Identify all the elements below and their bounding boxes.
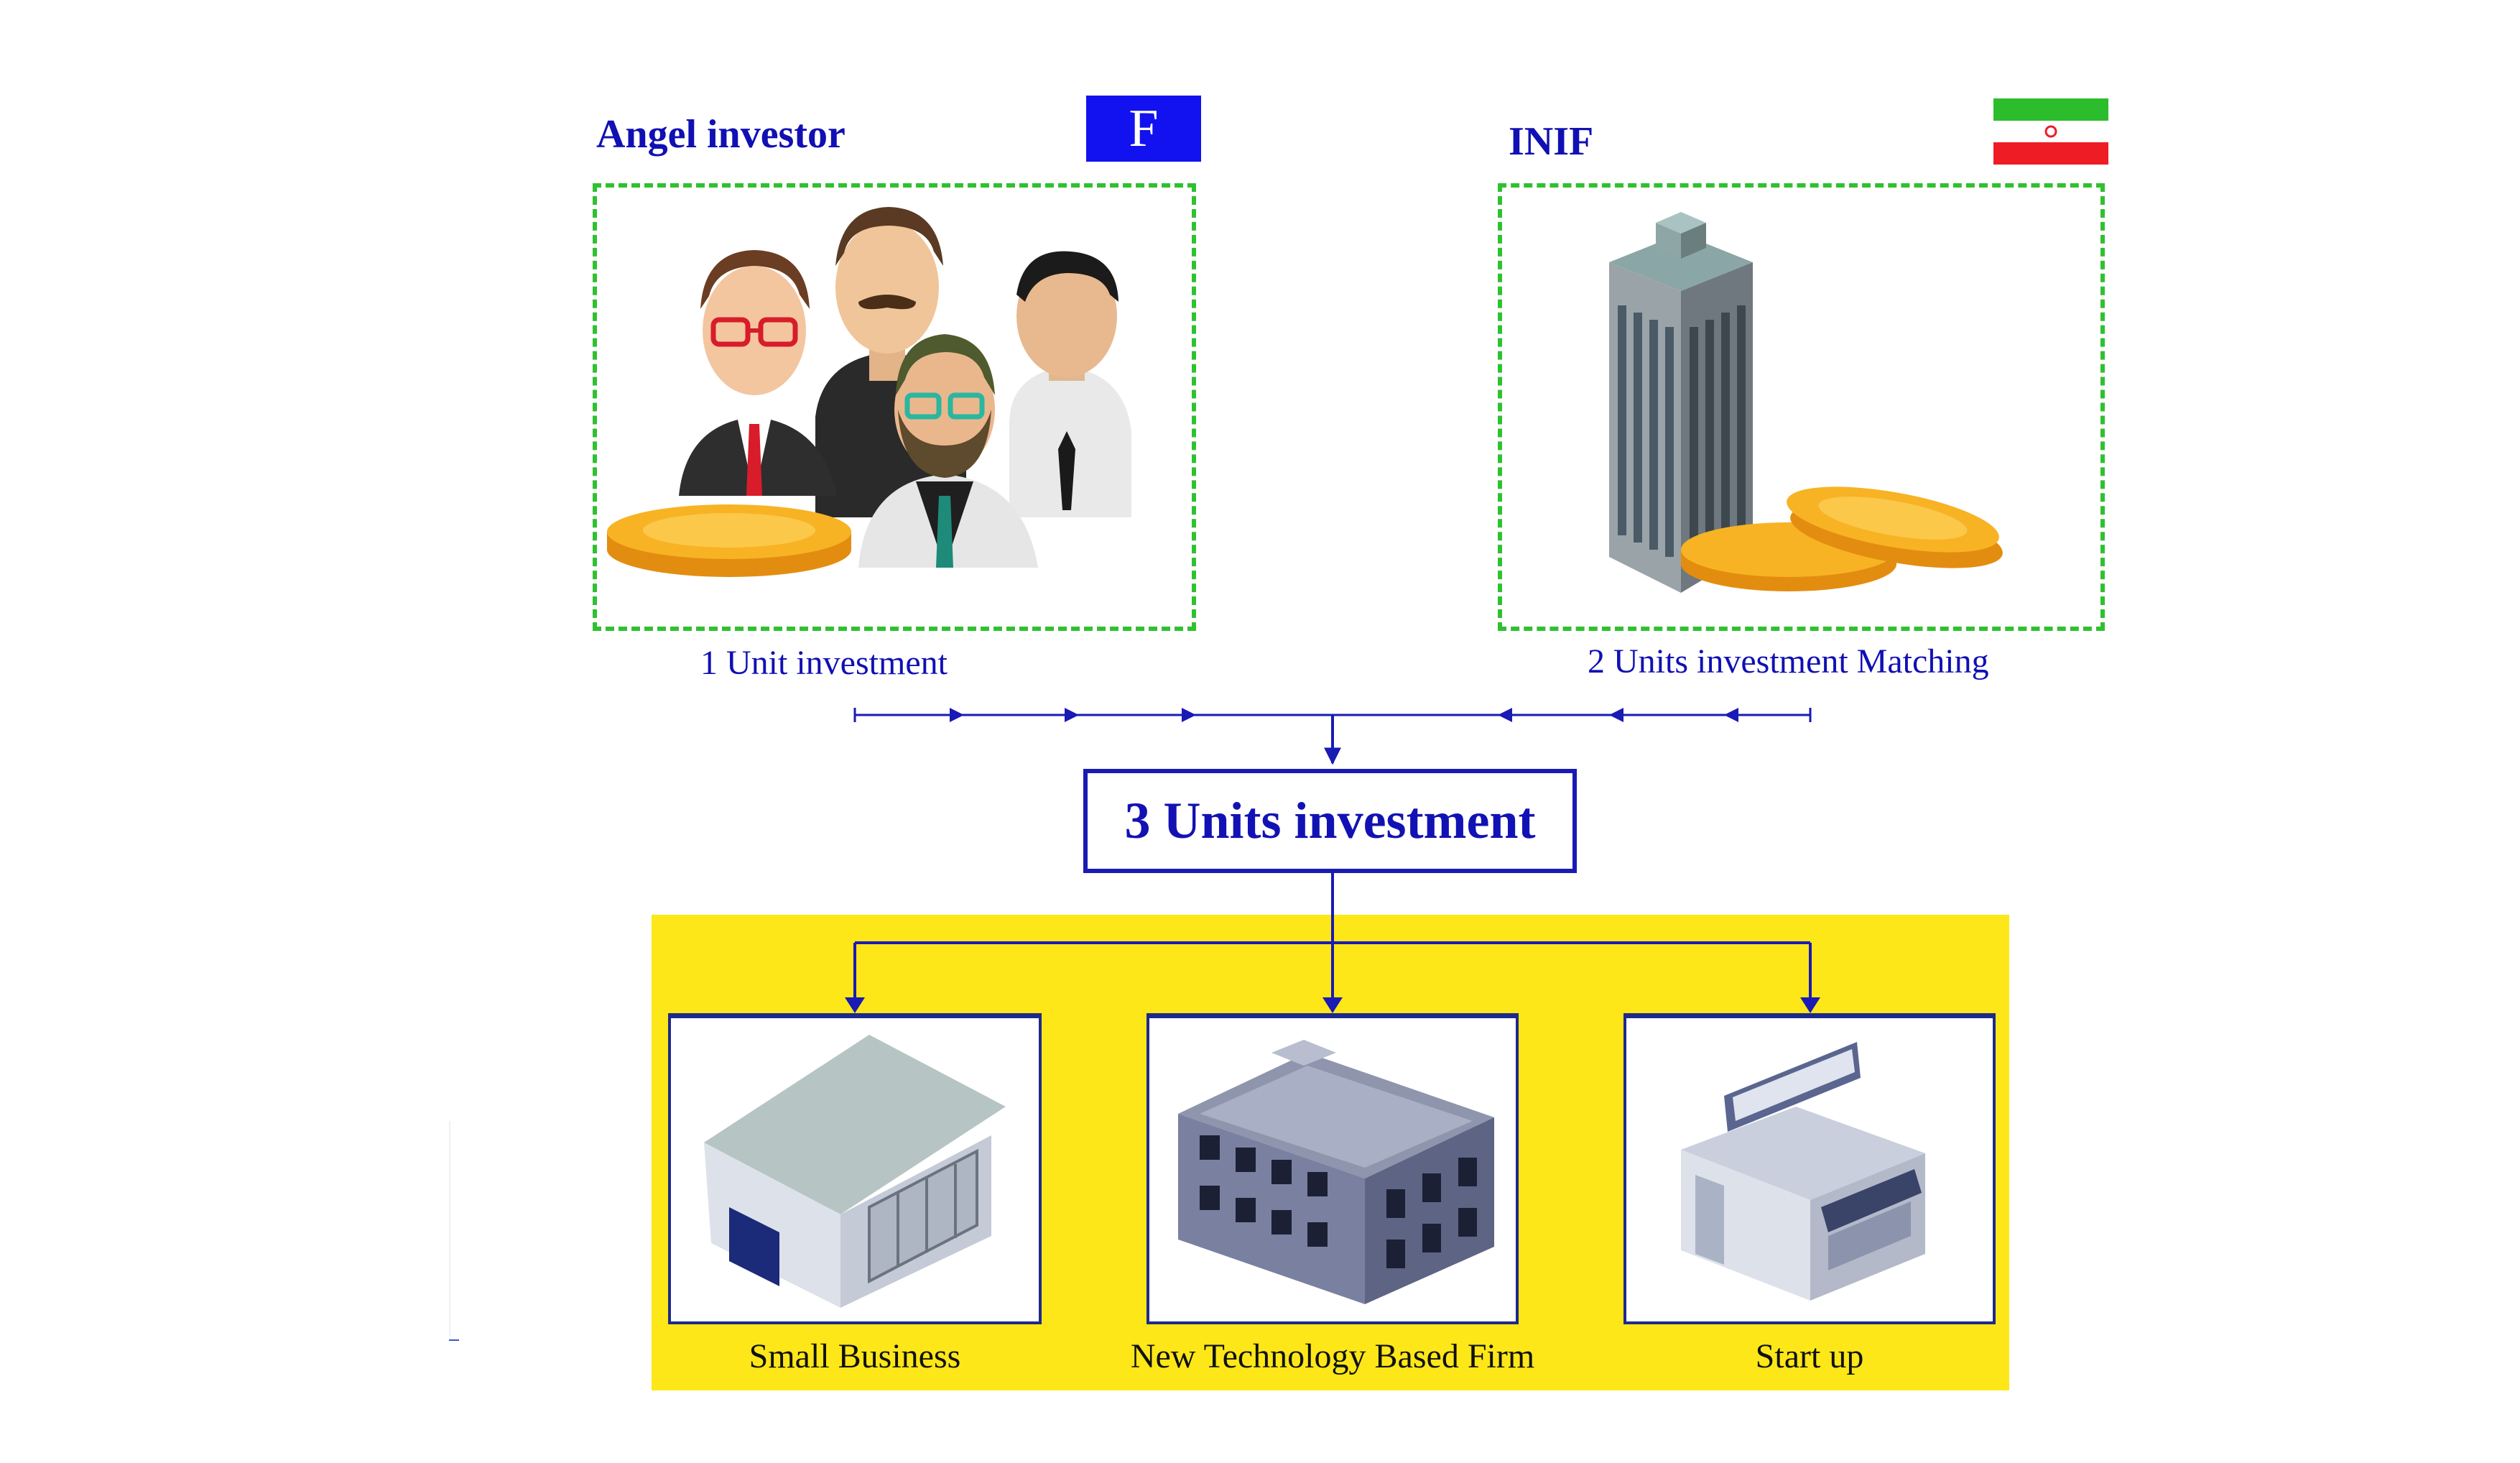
tower-icon: [1609, 212, 1753, 593]
units-investment-box: 3 Units investment: [1083, 769, 1577, 873]
stray-dash: [449, 1339, 459, 1341]
kiosk-shop-icon: [1681, 1042, 1925, 1301]
gold-coins-right: [1681, 486, 2003, 591]
investor-figure-3: [858, 334, 1038, 568]
unit-investment-caption: 1 Unit investment: [700, 644, 948, 682]
ntbf-label: New Technology Based Firm: [1130, 1337, 1535, 1375]
office-building-icon: [1178, 1040, 1494, 1304]
small-business-label: Small Business: [749, 1337, 961, 1375]
iran-flag-icon: [1993, 98, 2108, 165]
inif-box: [1498, 183, 2105, 631]
investors-group-illustration: [607, 207, 1131, 577]
tower-building-illustration: [1609, 212, 2003, 593]
investor-figure-1: [679, 250, 837, 496]
investor-figure-4: [1009, 251, 1131, 517]
startup-label: Start up: [1755, 1337, 1864, 1375]
angel-investor-title: Angel investor: [596, 112, 846, 157]
investor-figure-2: [815, 207, 966, 517]
gold-coins-left: [607, 504, 851, 577]
angel-investor-box: [593, 183, 1196, 631]
inif-title: INIF: [1509, 119, 1594, 164]
f-badge: F: [1086, 96, 1201, 162]
units-matching-caption: 2 Units investment Matching: [1588, 642, 1989, 680]
stray-mark: [449, 1121, 450, 1337]
warehouse-icon: [704, 1035, 1006, 1308]
